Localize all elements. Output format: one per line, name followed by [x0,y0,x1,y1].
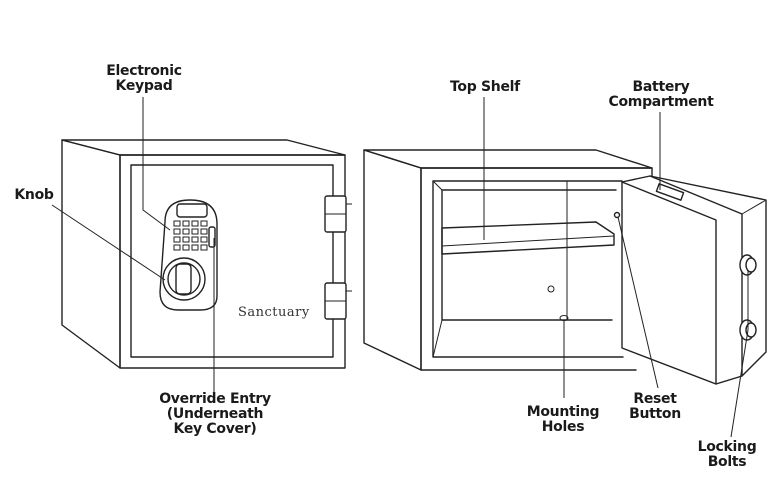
closed-safe-side [61,139,121,369]
open-door [621,175,743,385]
open-safe-side [363,149,422,371]
brand-logo-text: Sanctuary [238,305,310,320]
knob-inner [167,262,201,296]
label-mounting-holes: Mounting Holes [522,405,604,435]
reset-button [613,211,621,219]
override-key-cover [208,226,216,248]
open-door-back [649,175,767,377]
label-line: Key Cover) [173,421,257,437]
open-door-edge [621,181,717,385]
open-safe-back-wall [441,189,617,321]
open-safe-inner-edges [432,180,443,358]
label-electronic-keypad: Electronic Keypad [102,64,186,94]
closed-safe-front [119,154,346,369]
closed-safe [61,139,352,369]
label-line: Mounting [526,404,600,420]
keypad-housing [159,199,218,311]
keypad-display [176,203,208,218]
label-line: Holes [541,419,585,435]
label-line: Top Shelf [450,79,520,95]
pointer-locking-bolts [730,270,749,438]
mounting-hole-back [547,285,555,293]
label-line: Bolts [707,454,747,470]
label-line: Locking [697,439,757,455]
pointer-knob [51,204,166,281]
open-safe-inner-opening [432,180,624,358]
label-line: Button [629,406,681,422]
label-override-entry: Override Entry (Underneath Key Cover) [154,392,276,437]
label-line: Electronic [106,63,182,79]
top-shelf [441,221,615,255]
knob-handle [175,263,192,295]
keypad-keys [173,220,208,251]
label-line: Override Entry [159,391,271,407]
label-reset-button: Reset Button [622,392,688,422]
label-line: Knob [14,187,54,203]
label-knob: Knob [12,188,56,203]
label-line: (Underneath [166,406,264,422]
label-locking-bolts: Locking Bolts [694,440,760,470]
label-top-shelf: Top Shelf [446,80,524,95]
label-line: Battery [632,79,690,95]
open-safe [363,149,767,385]
open-safe-frame [420,167,653,371]
label-line: Compartment [608,94,714,110]
battery-compartment [655,183,685,201]
label-line: Keypad [115,78,173,94]
label-line: Reset [633,391,677,407]
pointer-electronic-keypad [142,97,171,231]
closed-safe-top [61,139,346,156]
label-battery-compartment: Battery Compartment [605,80,717,110]
open-safe-top [363,149,653,169]
pointer-reset-button [617,216,659,389]
closed-safe-door [130,164,334,358]
locking-bolt-upper [739,254,757,276]
